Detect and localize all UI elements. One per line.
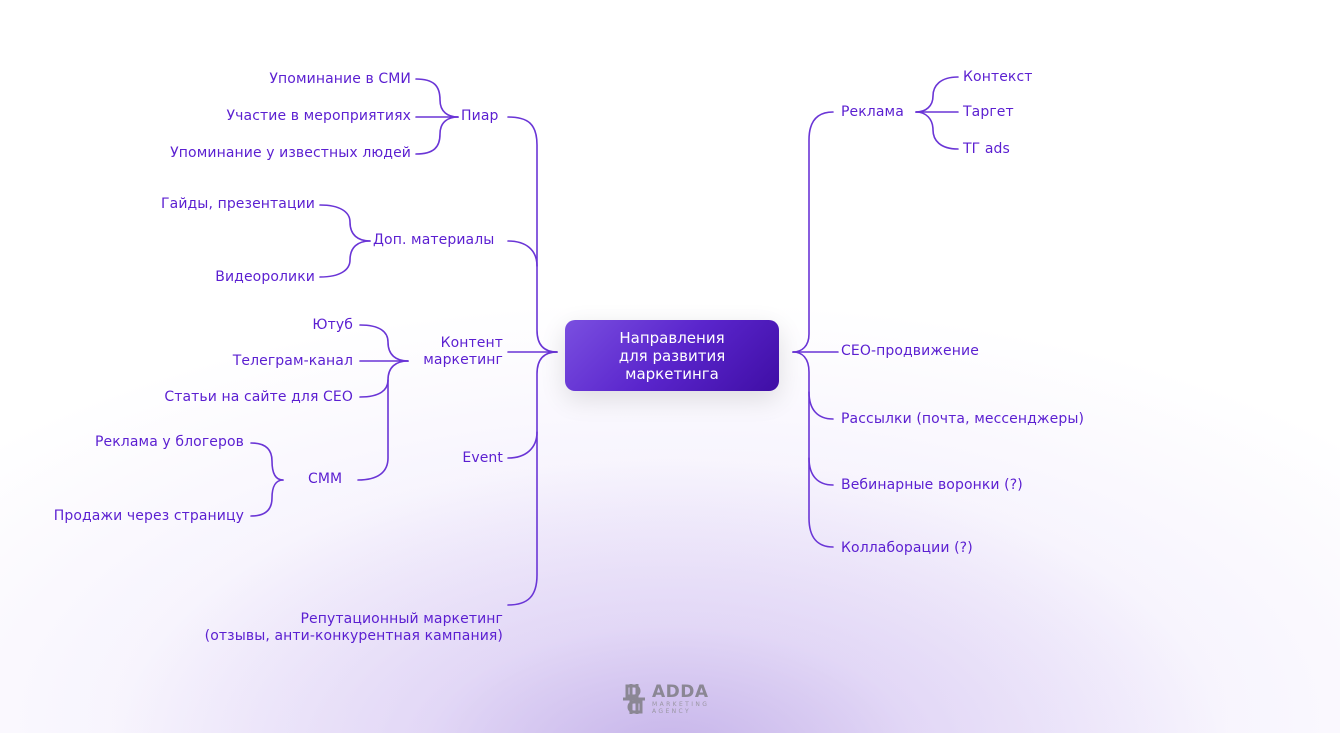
connector-ads: [792, 111, 834, 353]
node-dop-materials[interactable]: Доп. материалы: [373, 232, 495, 248]
node-reputation-line1: Репутационный маркетинг: [300, 611, 503, 627]
node-reputation-marketing[interactable]: Репутационный маркетинг (отзывы, анти-ко…: [205, 611, 503, 645]
node-tg-ads[interactable]: ТГ ads: [963, 141, 1010, 157]
node-pr-media[interactable]: Упоминание в СМИ: [269, 71, 411, 87]
connector-event: [507, 431, 538, 459]
node-youtube[interactable]: Ютуб: [312, 317, 353, 333]
logo-name: ADDA: [652, 681, 709, 702]
node-guides[interactable]: Гайды, презентации: [161, 196, 315, 212]
adda-logo: ADDA MARKETING AGENCY: [621, 683, 709, 715]
node-webinar-funnels[interactable]: Вебинарные воронки (?): [841, 477, 1023, 493]
connector-smm-1: [250, 442, 284, 481]
connector-dop-1: [319, 204, 371, 242]
node-context[interactable]: Контекст: [963, 69, 1033, 85]
adda-logo-icon: [623, 684, 645, 714]
connector-content-smm: [357, 379, 389, 481]
node-mailing[interactable]: Рассылки (почта, мессенджеры): [841, 411, 1085, 427]
node-event[interactable]: Event: [462, 450, 503, 466]
node-pr-influencers[interactable]: Упоминание у известных людей: [170, 145, 411, 161]
node-content-marketing[interactable]: Контент маркетинг: [423, 335, 503, 369]
node-smm[interactable]: СММ: [308, 471, 343, 487]
connector-reputation: [507, 351, 558, 606]
node-seo-promotion[interactable]: СЕО-продвижение: [841, 343, 979, 359]
connector-webinar: [808, 457, 834, 486]
connector-ads-1: [915, 76, 959, 113]
node-blogger-ads[interactable]: Реклама у блогеров: [95, 434, 244, 450]
node-videos[interactable]: Видеоролики: [215, 269, 315, 285]
connector-dop: [507, 240, 538, 267]
node-content-marketing-line1: Контент: [440, 335, 503, 351]
connector-mailing: [808, 391, 834, 420]
node-ads[interactable]: Реклама: [841, 104, 904, 120]
connector-collab: [792, 351, 834, 548]
connector-piar: [507, 116, 558, 353]
node-telegram[interactable]: Телеграм-канал: [232, 353, 353, 369]
connector-piar-1: [415, 78, 459, 118]
connector-piar-3: [415, 116, 459, 155]
central-topic-line1: Направления: [619, 328, 725, 347]
node-page-sales[interactable]: Продажи через страницу: [53, 508, 244, 524]
connector-ads-3: [915, 111, 959, 150]
connector-content-3: [359, 360, 409, 398]
logo-sub1: MARKETING: [652, 700, 710, 708]
node-pr-events[interactable]: Участие в мероприятиях: [226, 108, 411, 124]
node-seo-articles[interactable]: Статьи на сайте для СЕО: [164, 389, 353, 405]
node-content-marketing-line2: маркетинг: [423, 352, 503, 368]
node-target[interactable]: Таргет: [963, 104, 1014, 120]
central-topic-line2: для развития: [618, 346, 726, 365]
central-topic-line3: маркетинга: [625, 364, 719, 383]
node-piar[interactable]: Пиар: [461, 108, 499, 124]
connector-content-1: [359, 324, 409, 362]
connector-smm-2: [250, 479, 284, 517]
connector-dop-2: [319, 240, 371, 278]
node-reputation-line2: (отзывы, анти-конкурентная кампания): [204, 628, 503, 644]
logo-sub2: AGENCY: [652, 707, 692, 715]
central-topic-node[interactable]: Направления для развития маркетинга: [565, 320, 779, 391]
node-collaborations[interactable]: Коллаборации (?): [841, 540, 973, 556]
